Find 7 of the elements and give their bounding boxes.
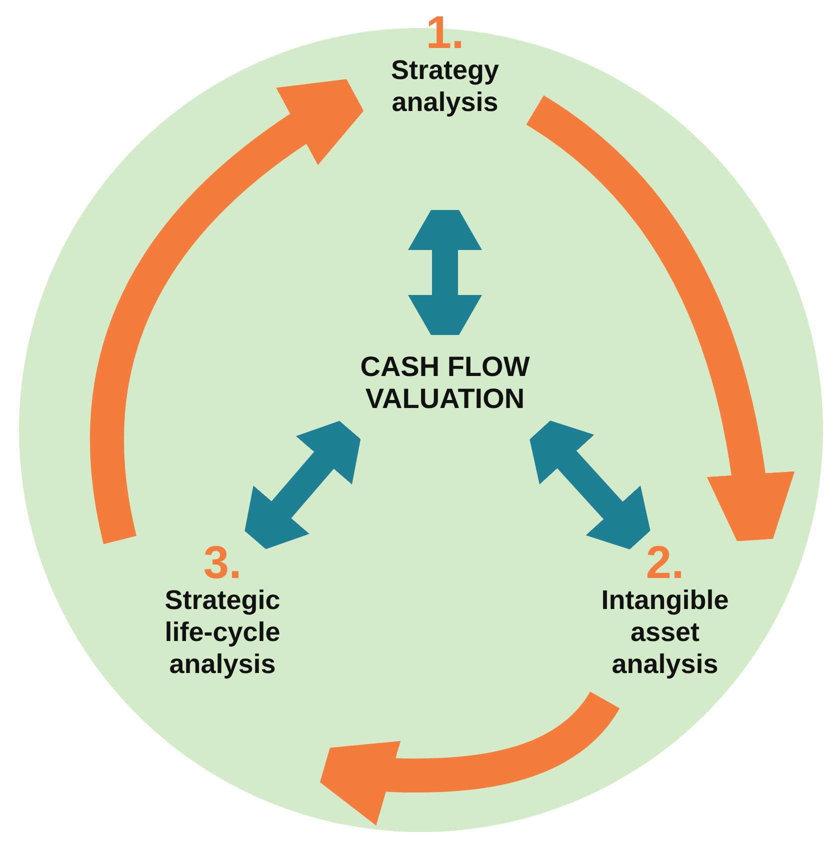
node-label: CASH FLOW VALUATION (359, 350, 531, 414)
step-number: 2. (646, 540, 684, 584)
node-label: Strategic life-cycle analysis (164, 584, 282, 680)
step-number: 3. (203, 540, 242, 584)
node-label: Intangible asset analysis (600, 584, 730, 680)
step-number: 1. (426, 10, 464, 54)
node-label: Strategy analysis (390, 54, 500, 118)
